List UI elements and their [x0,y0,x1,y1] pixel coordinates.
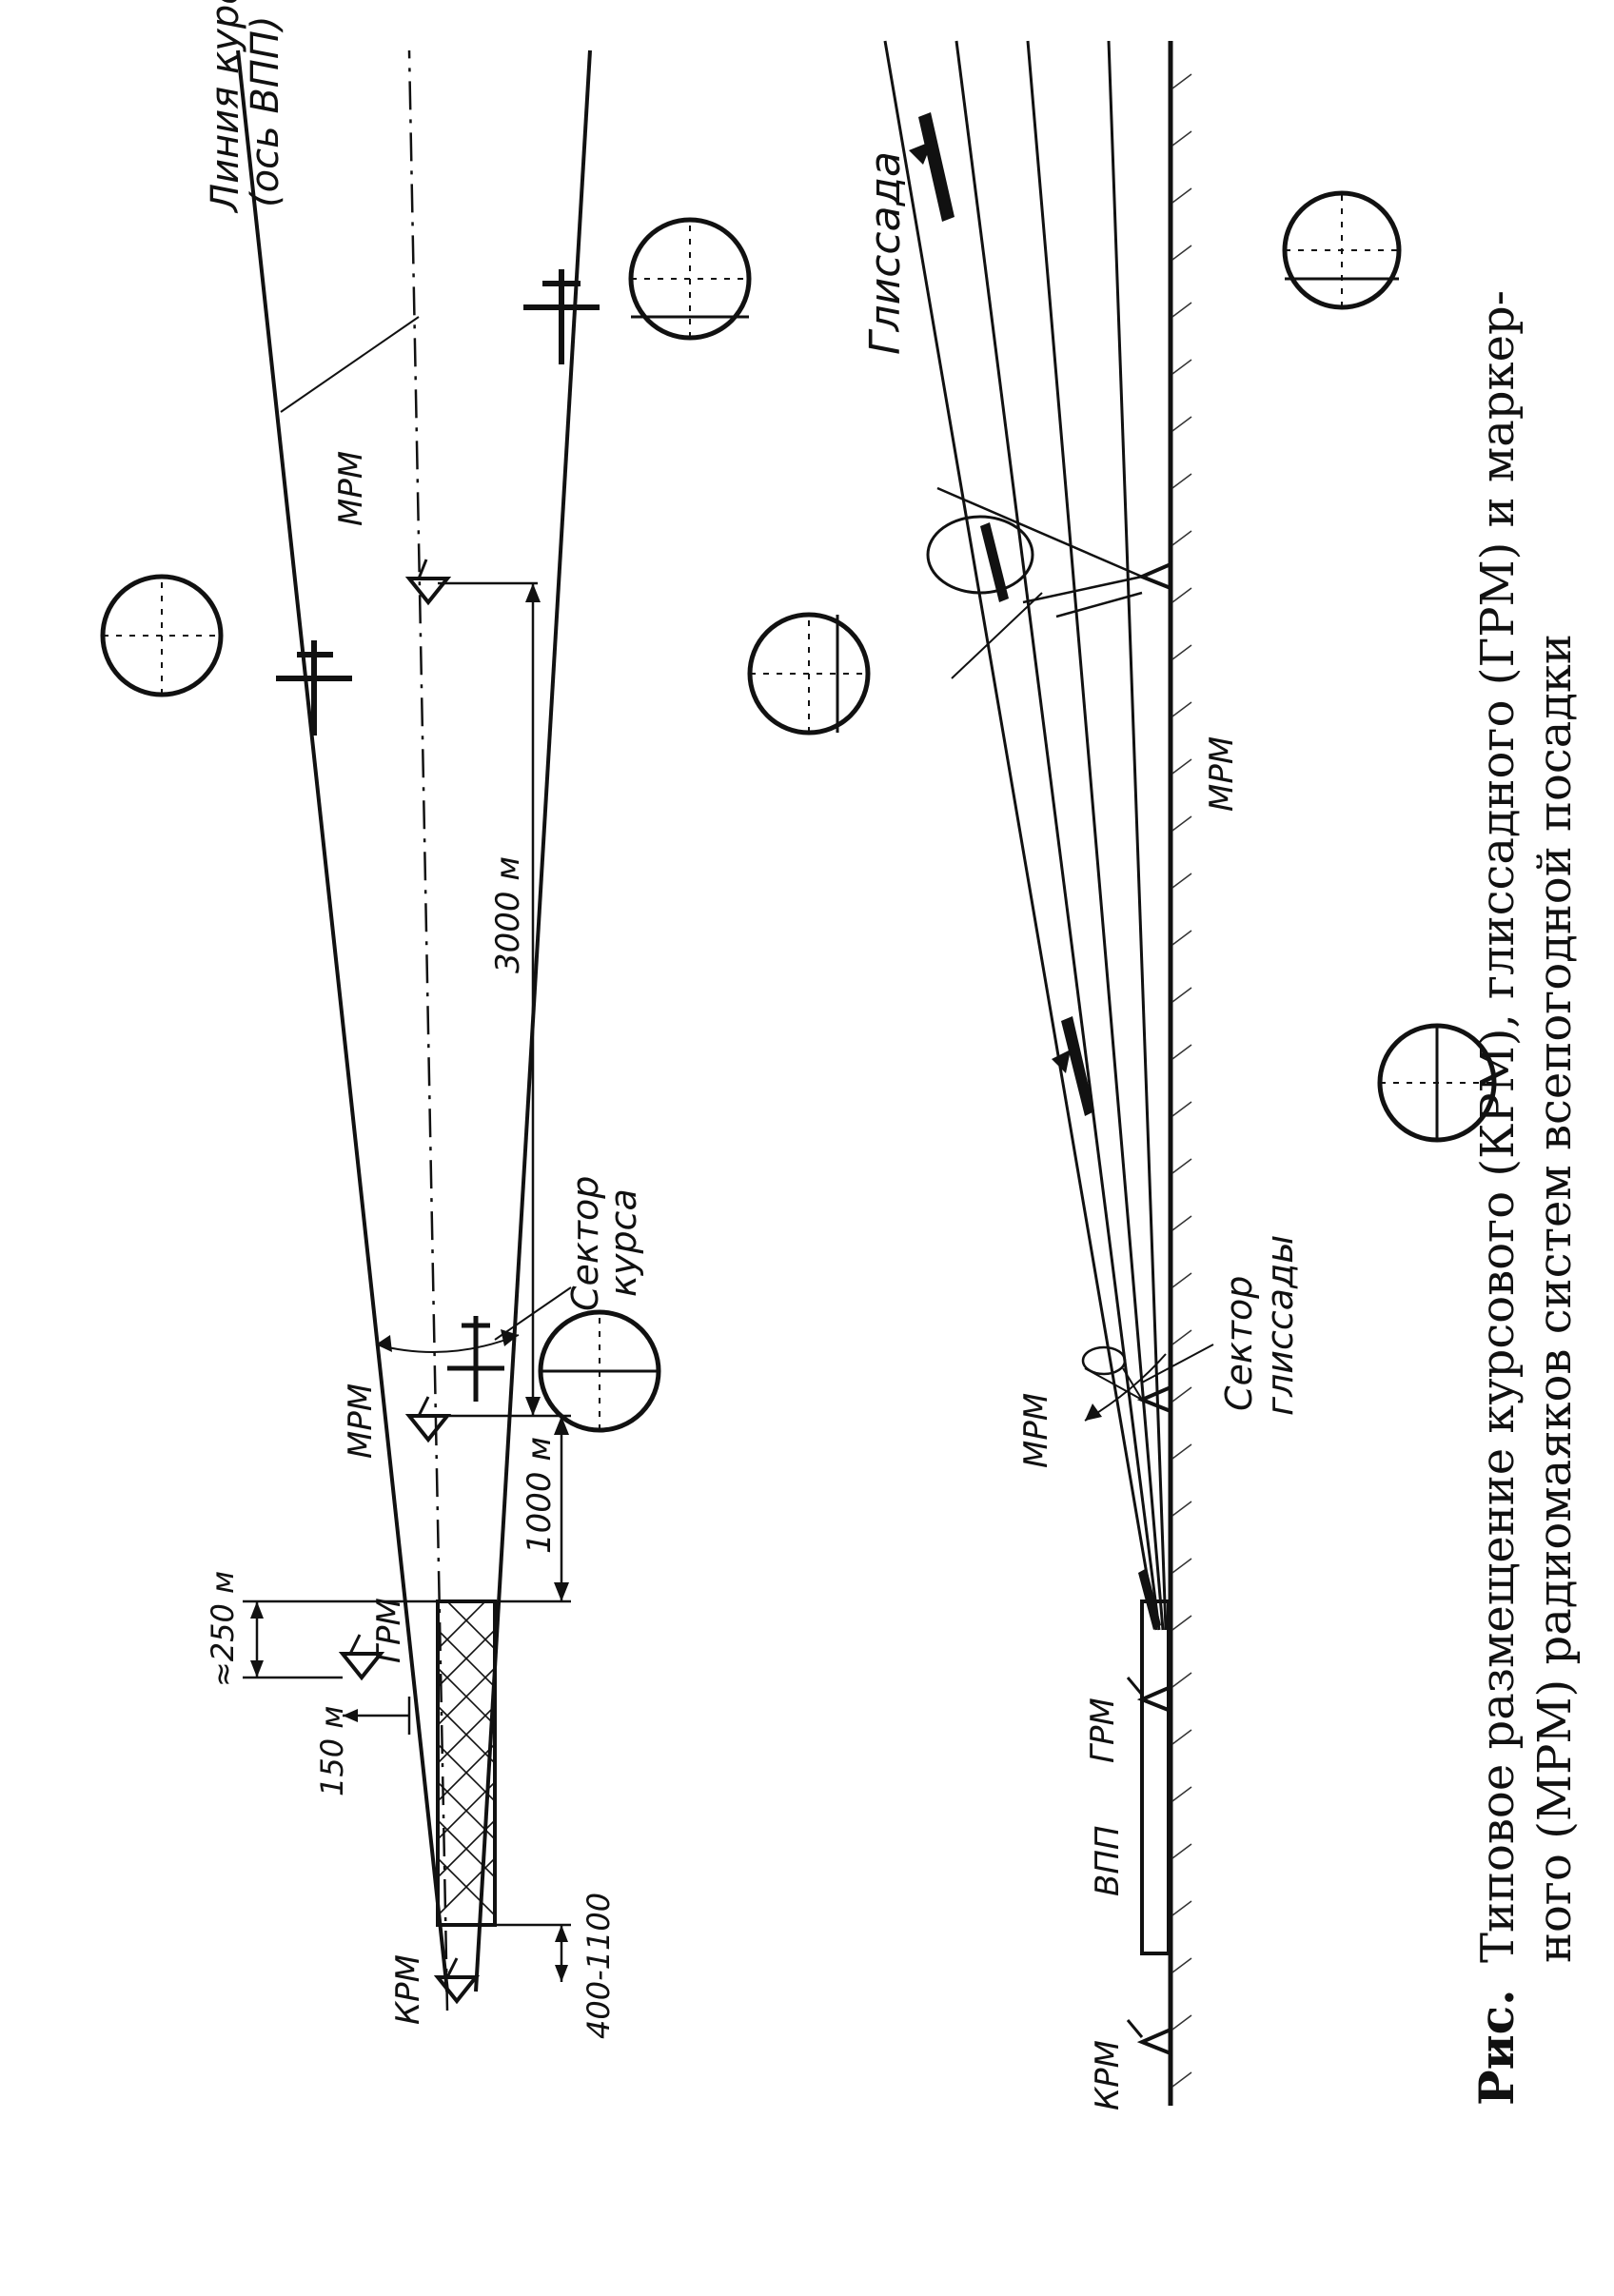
glideslope-line [955,40,1161,1631]
aircraft-profile [909,112,1161,1630]
indicator-5 [747,612,871,736]
dimension-250 [243,1599,438,1679]
plan-labels: Линия курса (ось ВПП) МРМ МРМ ГРМ КРМ 30… [204,0,644,2039]
dimension-250-label: ≈250 м [205,1571,241,1687]
krm-label-plan: КРМ [389,1954,427,2025]
dimension-1000-label: 1000 м [521,1437,559,1554]
dimension-150-label: 150 м [314,1706,350,1796]
indicator-2 [100,574,224,697]
dimension-400-1100-label: 400-1100 [581,1893,617,2039]
mrm-near-beacon-plan [404,1396,452,1443]
glide-sector-label-2: глиссады [1259,1235,1301,1416]
caption-prefix: Рис. [1468,1989,1525,2106]
aircraft-plan-1 [447,1316,504,1402]
course-axis [407,49,449,2011]
dimension-3000-label: 3000 м [489,856,527,973]
aircraft-plan-2 [276,640,352,736]
runway-profile [1140,1599,1171,1955]
krm-label-profile: КРМ [1089,2040,1127,2110]
grm-label-plan: ГРМ [370,1598,408,1663]
indicator-4 [1377,1023,1497,1143]
profile-view [747,40,1497,2106]
plan-view [100,49,752,2011]
mrm-far-beacon-profile [926,486,1172,618]
indicator-3 [628,217,752,341]
mrm-label-far-plan: МРМ [332,451,370,526]
dimension-3000 [438,581,541,1416]
mrm-label-near-profile: МРМ [1017,1393,1055,1468]
glideslope-label: Глиссада [861,151,910,355]
glide-sector-upper [883,40,1158,1631]
grm-beacon-plan [338,1634,385,1681]
krm-beacon-plan [433,1957,481,2005]
grm-label-profile: ГРМ [1084,1697,1122,1763]
aircraft-plan-3 [523,269,600,364]
vpp-label-profile: ВПП [1089,1826,1127,1896]
caption-line-2: ного (МРМ) радиомаяков систем всепогодно… [1528,634,1582,1963]
course-line-label-1: Линия курса [204,0,247,214]
course-line-label-2: (ось ВПП) [244,15,287,207]
glide-sector-leader [1141,1344,1214,1383]
glideslope-leader [951,592,1043,679]
mrm-far-beacon-plan [404,559,452,606]
course-sector-arc [375,1334,520,1353]
grm-beacon-profile [1126,1677,1172,1714]
course-label-leader [280,316,420,413]
glide-sector-label-1: Сектор [1218,1276,1260,1411]
indicator-6 [1282,190,1402,310]
glide-sector-lower [1026,40,1165,1631]
course-sector-upper [236,49,449,1992]
caption: Рис. Типовое размещение курсового (КРМ),… [1468,290,1582,2106]
mrm-label-far-profile: МРМ [1203,736,1241,812]
dimension-150 [343,1697,411,1735]
mrm-label-near-plan: МРМ [342,1383,380,1459]
dimension-1000 [447,1414,571,1603]
indicator-1 [538,1309,661,1433]
dimension-400-1100 [495,1923,571,1982]
course-sector-label-1: Сектор [564,1176,606,1311]
runway-hatching [437,1600,496,1916]
ground-hatching [1171,73,1192,2088]
runway-plan [436,1599,497,1927]
mrm-near-beacon-profile [1081,1345,1172,1414]
caption-line-1: Типовое размещение курсового (КРМ), глис… [1471,290,1525,1963]
profile-labels: Глиссада МРМ МРМ ГРМ КРМ ВПП Сектор глис… [861,151,1301,2110]
course-sector-label-2: курса [602,1188,644,1297]
krm-beacon-profile [1126,2019,1172,2056]
